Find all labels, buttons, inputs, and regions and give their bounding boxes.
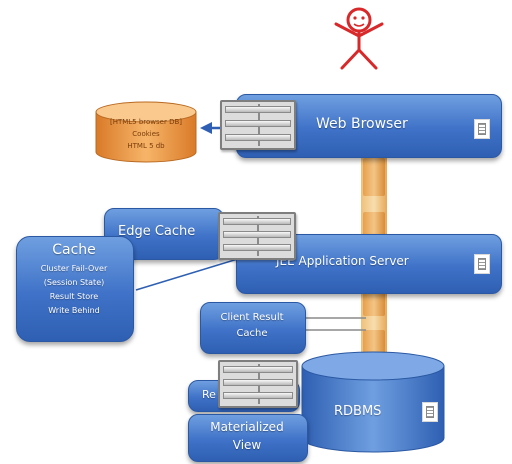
cache-line-4: Write Behind <box>48 306 100 315</box>
application-icon <box>474 119 490 139</box>
result-cache-label: Re <box>202 388 216 401</box>
client-result-cache-label-1: Client Result <box>220 312 284 323</box>
cookies-label-1: [HTML5 browser DB] <box>109 118 183 126</box>
client-result-cache-label-2: Cache <box>236 328 268 339</box>
stick-figure-icon <box>334 7 384 70</box>
pipe-segment <box>363 212 385 238</box>
pipe-segment <box>363 158 385 196</box>
cookies-database <box>95 101 197 163</box>
cache-box <box>16 236 134 342</box>
cookies-label-3: HTML 5 db <box>127 142 165 150</box>
rdbms-label: RDBMS <box>334 404 382 419</box>
jee-server-label: JEE Application Server <box>276 254 409 268</box>
cache-line-3: Result Store <box>49 292 99 301</box>
materialized-view-label-1: Materialized <box>210 420 284 434</box>
web-browser-label: Web Browser <box>316 116 408 132</box>
application-icon <box>474 254 490 274</box>
cache-title: Cache <box>52 242 96 258</box>
jee-server-box <box>236 234 502 294</box>
materialized-view-label-2: View <box>232 438 262 452</box>
cache-line-1: Cluster Fail-Over <box>40 264 108 273</box>
edge-cache-label: Edge Cache <box>118 224 196 239</box>
server-rack-icon <box>218 360 298 408</box>
client-result-cache-box <box>200 302 306 354</box>
cache-line-2: (Session State) <box>43 278 105 287</box>
rdbms-database <box>301 351 445 453</box>
server-rack-icon <box>220 100 296 150</box>
server-rack-icon <box>218 212 296 260</box>
materialized-view-box <box>188 414 308 462</box>
cookies-label-2: Cookies <box>132 130 160 138</box>
application-icon <box>422 402 438 422</box>
